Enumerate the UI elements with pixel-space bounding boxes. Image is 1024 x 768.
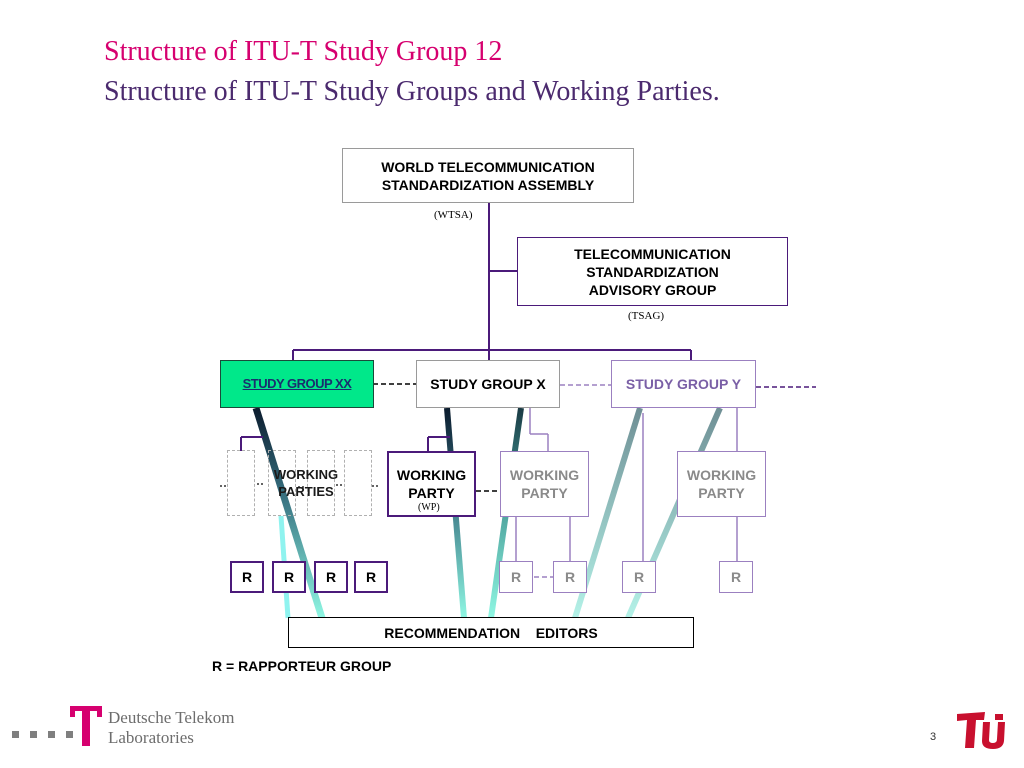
page-number: 3 xyxy=(930,731,937,743)
slide-subtitle: Structure of ITU-T Study Groups and Work… xyxy=(104,76,720,107)
brand-name: Deutsche Telekom Laboratories xyxy=(108,708,235,747)
working-party-x-label: WORKING PARTY xyxy=(509,467,580,501)
tsag-label: TELECOMMUNICATION STANDARDIZATION ADVISO… xyxy=(574,245,731,298)
study-group-y-label: STUDY GROUP Y xyxy=(625,376,742,392)
study-group-xx-label: STUDY GROUP XX xyxy=(242,376,352,391)
wp-gap-dots xyxy=(220,483,378,488)
rapporteur-label: R xyxy=(564,569,576,585)
rapporteur-box: R xyxy=(553,561,587,593)
recommendation-editors-label: RECOMMENDATION EDITORS xyxy=(384,624,598,641)
hierarchy-lines xyxy=(240,202,692,451)
footer-dots xyxy=(12,725,84,743)
study-group-y-box: STUDY GROUP Y xyxy=(611,360,756,408)
rapporteur-label: R xyxy=(325,569,337,585)
rapporteur-label: R xyxy=(730,569,742,585)
rapporteur-box: R xyxy=(622,561,656,593)
working-party-placeholder xyxy=(307,450,335,516)
peer-dashed-lines xyxy=(373,383,816,578)
working-party-placeholder xyxy=(268,450,296,516)
rapporteur-box: R xyxy=(272,561,306,593)
legend: R = RAPPORTEUR GROUP xyxy=(212,658,392,674)
rapporteur-box: R xyxy=(719,561,753,593)
recommendation-editors-box: RECOMMENDATION EDITORS xyxy=(288,617,694,648)
hierarchy-lines-light xyxy=(515,408,738,592)
rapporteur-box: R xyxy=(230,561,264,593)
study-group-xx-box: STUDY GROUP XX xyxy=(220,360,374,408)
tsag-box: TELECOMMUNICATION STANDARDIZATION ADVISO… xyxy=(517,237,788,306)
tsag-abbreviation: (TSAG) xyxy=(628,310,665,322)
rapporteur-box: R xyxy=(354,561,388,593)
working-party-box: WORKING PARTY xyxy=(387,451,476,517)
rapporteur-label: R xyxy=(510,569,522,585)
slide-title: Structure of ITU-T Study Group 12 xyxy=(104,36,503,67)
study-group-x-box: STUDY GROUP X xyxy=(416,360,560,408)
rapporteur-box: R xyxy=(499,561,533,593)
rapporteur-label: R xyxy=(633,569,645,585)
working-party-placeholder xyxy=(227,450,255,516)
wtsa-abbreviation: (WTSA) xyxy=(434,209,473,221)
study-group-x-label: STUDY GROUP X xyxy=(430,376,546,392)
working-party-y-box: WORKING PARTY xyxy=(677,451,766,517)
rapporteur-box: R xyxy=(314,561,348,593)
deutsche-telekom-t-logo xyxy=(70,706,102,746)
rapporteur-label: R xyxy=(365,569,377,585)
working-party-abbreviation: (WP) xyxy=(418,502,440,513)
wtsa-box: WORLD TELECOMMUNICATION STANDARDIZATION … xyxy=(342,148,634,203)
working-party-label: WORKING PARTY xyxy=(396,467,467,501)
working-party-placeholder xyxy=(344,450,372,516)
wtsa-label: WORLD TELECOMMUNICATION STANDARDIZATION … xyxy=(381,158,595,193)
working-parties-label: WORKING PARTIES xyxy=(273,467,339,499)
working-party-x-box: WORKING PARTY xyxy=(500,451,589,517)
tu-berlin-logo xyxy=(957,712,1005,749)
rapporteur-label: R xyxy=(241,569,253,585)
rapporteur-label: R xyxy=(283,569,295,585)
working-party-y-label: WORKING PARTY xyxy=(686,467,757,501)
